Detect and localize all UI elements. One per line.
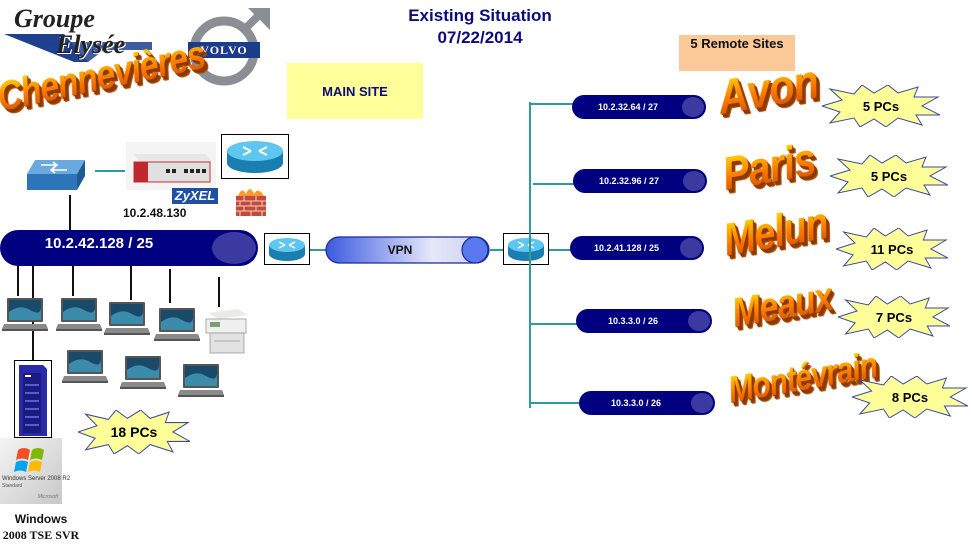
remote-link-montevrain [531,402,579,404]
remote-link-avon [531,103,573,105]
pill-cap [683,171,705,191]
subnet-label: 10.2.32.96 / 27 [599,176,660,186]
remote-subnet-montevrain: 10.3.3.0 / 26 [579,391,715,415]
laptop-icon [104,300,150,336]
remote-sites-header: 5 Remote Sites [679,35,795,71]
remote-backbone-line [529,102,531,408]
main-site-label: MAIN SITE [287,63,423,119]
server-label-line2: 2008 TSE SVR [2,528,80,542]
main-router-icon [221,134,289,179]
server-icon [14,360,52,438]
switch-icon [27,156,85,192]
server-label-line1: Windows [14,512,68,526]
lan-router-icon [264,233,310,265]
site-name-meaux: Meaux [728,273,836,337]
windows-server-box-icon: Windows Server 2008 R2 Standard Microsof… [0,438,70,504]
remote-subnet-avon: 10.2.32.64 / 27 [572,95,706,119]
laptop-icon [154,306,200,342]
main-lan-segment: 10.2.42.128 / 25 [0,230,258,266]
remote-router-icon [503,233,549,265]
title-date: 07/22/2014 [437,28,523,47]
vpn-router-link-right [490,249,504,251]
site-name-melun: Melun [719,198,832,267]
main-site-text: MAIN SITE [322,83,388,99]
site-name-paris: Paris [718,134,819,201]
pc-count-melun: 11 PCs [834,227,949,271]
pc-count-meaux: 7 PCs [836,295,951,339]
pc-count-montevrain: 8 PCs [850,375,969,419]
switch-firewall-link [95,170,125,172]
title-text: Existing Situation [408,6,552,25]
pill-cap [691,393,713,413]
pc-count-text: 18 PCs [110,424,158,440]
windows-box-vendor: Microsoft [37,494,58,500]
pill-cap [680,238,702,258]
lan-drop-line [130,266,132,300]
remote-subnet-paris: 10.2.32.96 / 27 [573,169,707,193]
windows-box-text: Windows Server 2008 R2 [2,476,71,482]
laptop-icon [178,362,224,398]
remote-link-melun [549,249,571,251]
pc-count-text: 5 PCs [870,168,908,184]
lan-drop-line [218,277,220,307]
pc-count-avon: 5 PCs [820,84,941,128]
pc-count-text: 11 PCs [870,241,914,257]
pc-count-paris: 5 PCs [828,154,949,198]
pill-cap [688,311,710,331]
remote-subnet-meaux: 10.3.3.0 / 26 [576,309,712,333]
subnet-label: 10.3.3.0 / 26 [608,316,659,326]
zyxel-firewall-icon [126,142,216,190]
firewall-icon [234,186,268,218]
firewall-ip-label: 10.2.48.130 [123,206,187,220]
pc-count-main-site: 18 PCs [76,409,191,455]
diagram-title: Existing Situation 07/22/2014 [380,5,580,49]
vpn-tunnel: VPN [325,236,490,264]
switch-lan-link [69,195,71,232]
lan-drop-line [17,266,19,296]
remote-sites-header-text: 5 Remote Sites [690,36,784,51]
lan-segment-cap [212,232,256,264]
router-vpn-link-left [310,249,326,251]
windows-box-sub: Standard [2,483,23,489]
remote-link-meaux [531,323,577,325]
pc-count-text: 7 PCs [875,309,913,325]
printer-icon [202,305,250,355]
server-label: Windows 2008 TSE SVR [0,511,82,543]
pc-count-text: 5 PCs [862,98,900,114]
pc-count-text: 8 PCs [891,389,929,405]
subnet-label: 10.2.32.64 / 27 [598,102,659,112]
vpn-label: VPN [387,243,413,257]
laptop-icon [2,296,48,332]
laptop-icon [56,296,102,332]
zyxel-brand-label: ZyXEL [172,188,218,204]
laptop-icon [120,354,166,390]
groupe-logo-line2: Elysée [56,30,126,59]
subnet-label: 10.2.41.128 / 25 [594,243,660,253]
volvo-logo-text: VOLVO [200,43,248,57]
remote-subnet-melun: 10.2.41.128 / 25 [570,236,704,260]
remote-link-paris [533,183,575,185]
volvo-logo: VOLVO [186,6,272,86]
groupe-logo-line1: Groupe [14,4,95,33]
lan-drop-line [72,266,74,296]
main-lan-subnet: 10.2.42.128 / 25 [44,234,154,252]
subnet-label: 10.3.3.0 / 26 [611,398,662,408]
pill-cap [682,97,704,117]
lan-drop-line [169,269,171,303]
groupe-elysee-logo: Groupe Elysée [4,4,152,64]
laptop-icon [62,348,108,384]
